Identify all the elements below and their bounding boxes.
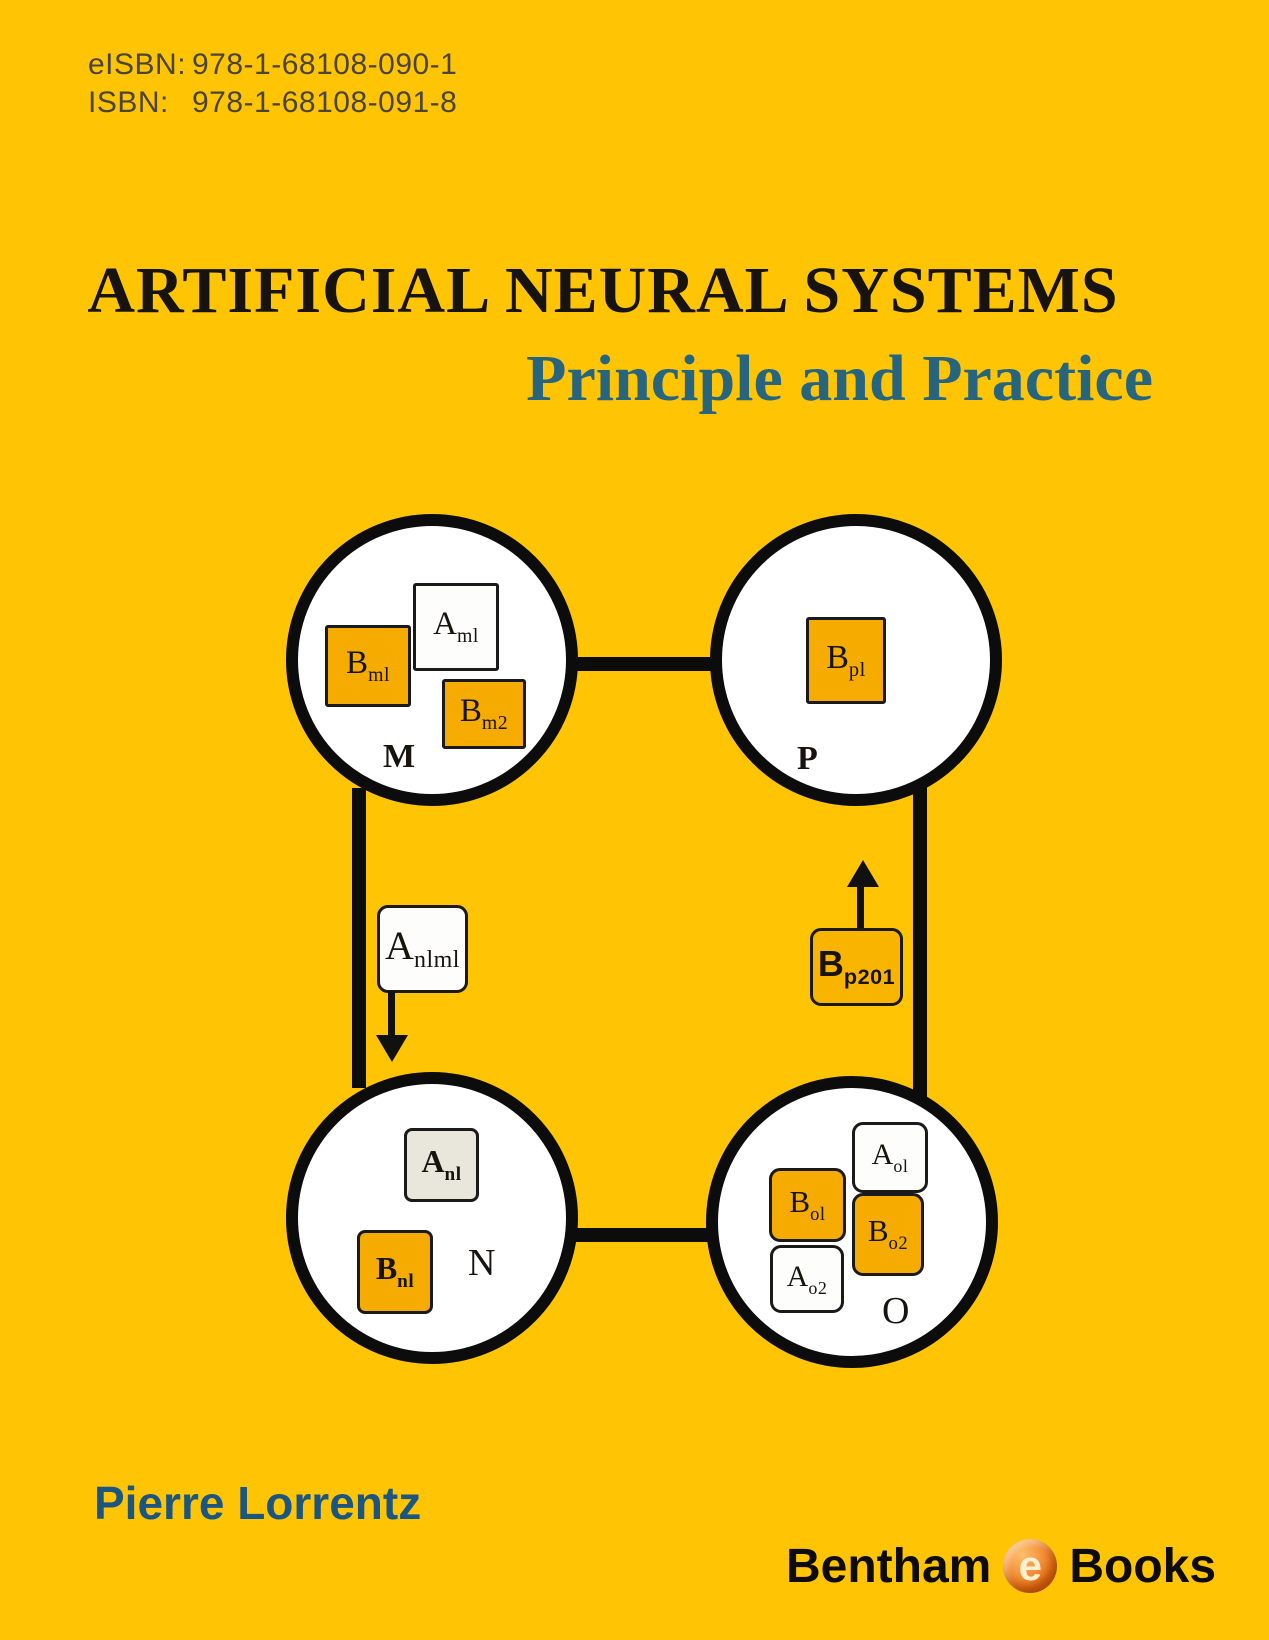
book-title: ARTIFICIAL NEURAL SYSTEMS: [87, 254, 1119, 327]
box-ao2: Ao2: [770, 1245, 844, 1313]
box-bnl-text: Bnl: [375, 1250, 415, 1293]
circle-n: [286, 1072, 578, 1364]
circle-o-label: O: [882, 1290, 910, 1332]
box-anlml-text: Anlml: [385, 923, 460, 973]
circle-p-label: P: [797, 740, 818, 777]
box-bo2: Bo2: [852, 1193, 924, 1276]
box-bp201-text: Bp201: [817, 943, 896, 990]
box-ao2-text: Ao2: [786, 1259, 828, 1298]
publisher-word-bentham: Bentham: [786, 1539, 992, 1593]
isbn-line: ISBN: 978-1-68108-091-8: [88, 84, 457, 122]
author-name: Pierre Lorrentz: [94, 1477, 422, 1529]
box-bml: Bml: [325, 625, 411, 707]
publisher-logo: Bentham e Books: [786, 1537, 1216, 1595]
circle-n-label: N: [468, 1242, 496, 1284]
connector-m-p: [570, 657, 720, 671]
eisbn-line: eISBN:978-1-68108-090-1: [88, 46, 457, 84]
box-anl: Anl: [404, 1128, 479, 1202]
box-aml-text: Aml: [433, 605, 479, 647]
connector-p-o: [913, 784, 927, 1106]
box-bo2-text: Bo2: [867, 1213, 909, 1255]
up-arrow-icon: [847, 860, 879, 887]
box-bml-text: Bml: [346, 644, 390, 686]
eisbn-value: 978-1-68108-090-1: [192, 48, 458, 81]
eisbn-label: eISBN:: [88, 48, 187, 81]
box-aol: Aol: [852, 1122, 928, 1193]
box-bpl: Bpl: [806, 617, 886, 704]
down-arrow-icon: [376, 1035, 408, 1062]
isbn-value: 978-1-68108-091-8: [192, 86, 458, 119]
box-bm2-text: Bm2: [459, 692, 509, 734]
isbn-block: eISBN:978-1-68108-090-1 ISBN: 978-1-68108…: [88, 46, 457, 122]
connector-n-o: [560, 1228, 720, 1242]
box-bpl-text: Bpl: [826, 638, 866, 681]
down-arrow-shaft: [388, 991, 395, 1037]
box-bnl: Bnl: [357, 1230, 433, 1314]
book-subtitle: Principle and Practice: [526, 342, 1153, 415]
box-bp201: Bp201: [810, 928, 903, 1006]
box-bm2: Bm2: [442, 679, 526, 749]
up-arrow-shaft: [857, 884, 864, 930]
box-bol: Bol: [769, 1168, 846, 1242]
isbn-label: ISBN:: [88, 86, 169, 119]
circle-m-label: M: [383, 738, 416, 775]
box-anl-text: Anl: [421, 1143, 462, 1186]
bentham-e-icon: e: [1003, 1539, 1058, 1593]
box-anlml: Anlml: [377, 905, 468, 993]
connector-m-n: [352, 788, 366, 1088]
box-bol-text: Bol: [789, 1183, 826, 1225]
box-aol-text: Aol: [871, 1138, 909, 1176]
box-aml: Aml: [413, 583, 499, 671]
publisher-word-books: Books: [1069, 1539, 1217, 1593]
